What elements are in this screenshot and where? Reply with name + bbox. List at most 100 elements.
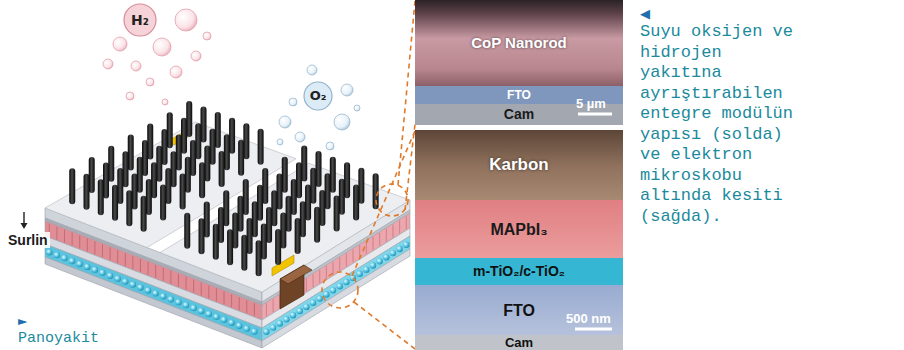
tio2-sphere bbox=[290, 312, 296, 318]
cop-nanorod bbox=[277, 173, 283, 209]
cop-nanorod bbox=[117, 168, 123, 204]
perovskite-stripe bbox=[155, 265, 156, 278]
perovskite-stripe bbox=[87, 238, 88, 251]
perovskite-stripe bbox=[273, 299, 274, 312]
cop-nanorod bbox=[84, 174, 90, 210]
perovskite-stripe bbox=[208, 285, 209, 298]
perovskite-stripe bbox=[353, 249, 354, 262]
cop-nanorod bbox=[89, 157, 95, 193]
perovskite-stripe bbox=[326, 266, 327, 279]
perovskite-stripe bbox=[246, 300, 247, 313]
cop-nanorod bbox=[181, 118, 187, 154]
tio2-sphere bbox=[297, 308, 303, 314]
cop-nanorod bbox=[330, 157, 336, 193]
tio2-sphere bbox=[160, 293, 166, 299]
tio2-sphere bbox=[270, 324, 276, 330]
perovskite-stripe bbox=[125, 253, 126, 266]
sem-layer-band: CoP Nanorod bbox=[415, 0, 623, 86]
tio2-sphere bbox=[317, 295, 323, 301]
cop-nanorod bbox=[126, 190, 132, 226]
oxygen-bubbles bbox=[277, 65, 360, 150]
cop-nanorod bbox=[325, 173, 331, 209]
cop-nanorod bbox=[305, 185, 311, 221]
gas-bubble: O₂ bbox=[303, 81, 333, 111]
cop-nanorod bbox=[224, 134, 230, 170]
part-label-holder: Surlin bbox=[6, 231, 50, 249]
cop-nanorod bbox=[252, 201, 258, 237]
tio2-sphere bbox=[213, 314, 219, 320]
cop-nanorod bbox=[295, 218, 301, 254]
cop-nanorod bbox=[300, 201, 306, 237]
perovskite-stripe bbox=[178, 274, 179, 287]
cop-nanorod bbox=[229, 118, 235, 154]
cop-nanorod bbox=[319, 190, 325, 226]
perovskite-stripe bbox=[306, 278, 307, 291]
gas-label: H₂ bbox=[131, 12, 149, 29]
cop-nanorod bbox=[108, 146, 114, 182]
tio2-sphere bbox=[403, 242, 409, 248]
tio2-sphere bbox=[390, 250, 396, 256]
perovskite-stripe bbox=[224, 291, 225, 304]
surlin-arrow bbox=[21, 212, 28, 229]
cop-nanorod bbox=[280, 212, 286, 248]
tio2-sphere bbox=[310, 300, 316, 306]
pointer-marker-holder: ◀ bbox=[640, 4, 650, 22]
sem-layer-band: FTO bbox=[415, 285, 623, 335]
cop-nanorod bbox=[201, 107, 207, 143]
tio2-sphere bbox=[337, 283, 343, 289]
tio2-sphere bbox=[130, 281, 136, 287]
cop-nanorod bbox=[167, 112, 173, 148]
sem-layer-band: m-TiO₂/c-TiO₂ bbox=[415, 258, 623, 285]
perovskite-stripe bbox=[406, 216, 407, 229]
tio2-sphere bbox=[69, 258, 75, 264]
perovskite-stripe bbox=[313, 274, 314, 287]
cop-nanorod bbox=[210, 129, 216, 165]
cop-nanorod bbox=[339, 179, 345, 215]
cop-nanorod bbox=[310, 168, 316, 204]
tio2-sphere bbox=[303, 304, 309, 310]
tio2-sphere bbox=[107, 273, 113, 279]
perovskite-stripe bbox=[94, 241, 95, 254]
cop-nanorod bbox=[176, 134, 182, 170]
bubble-circle bbox=[304, 82, 332, 110]
caption-fragment: Panoyakit bbox=[18, 330, 99, 347]
cop-nanorod bbox=[147, 123, 153, 159]
cop-nanorod bbox=[165, 168, 171, 204]
perovskite-stripe bbox=[231, 294, 232, 307]
cop-nanorod bbox=[301, 146, 307, 182]
tio2-sphere bbox=[244, 325, 250, 331]
layer-label: FTO bbox=[507, 88, 531, 102]
cop-nanorod bbox=[344, 162, 350, 198]
cop-nanorod bbox=[358, 168, 364, 204]
perovskite-stripe bbox=[239, 297, 240, 310]
cop-nanorod bbox=[112, 185, 118, 221]
scale-bar bbox=[578, 113, 612, 116]
perovskite-stripe bbox=[110, 247, 111, 260]
cop-nanorod bbox=[69, 168, 75, 204]
perovskite-stripe bbox=[186, 277, 187, 290]
perovskite-stripe bbox=[56, 227, 57, 240]
perovskite-stripe bbox=[64, 230, 65, 243]
scale-label: 5 µm bbox=[576, 96, 606, 111]
tio2-sphere bbox=[206, 311, 212, 317]
perovskite-stripe bbox=[399, 220, 400, 233]
gas-label: O₂ bbox=[310, 88, 327, 104]
tio2-sphere bbox=[396, 246, 402, 252]
cop-nanorod bbox=[334, 196, 340, 232]
tio2-sphere bbox=[84, 264, 90, 270]
cop-nanorod bbox=[238, 140, 244, 176]
contact-block bbox=[280, 265, 312, 284]
cop-nanorod bbox=[232, 213, 238, 249]
scale-label-holder: 500 nm bbox=[566, 309, 611, 327]
tio2-sphere bbox=[370, 262, 376, 268]
scale-bar bbox=[575, 328, 612, 331]
cop-nanorod bbox=[184, 213, 190, 249]
tio2-sphere bbox=[114, 275, 120, 281]
tio2-sphere bbox=[54, 252, 60, 258]
perovskite-stripe bbox=[117, 250, 118, 263]
cop-nanorod bbox=[262, 168, 268, 204]
tio2-sphere bbox=[46, 249, 52, 255]
perovskite-stripe bbox=[386, 229, 387, 242]
perovskite-stripe bbox=[79, 235, 80, 248]
